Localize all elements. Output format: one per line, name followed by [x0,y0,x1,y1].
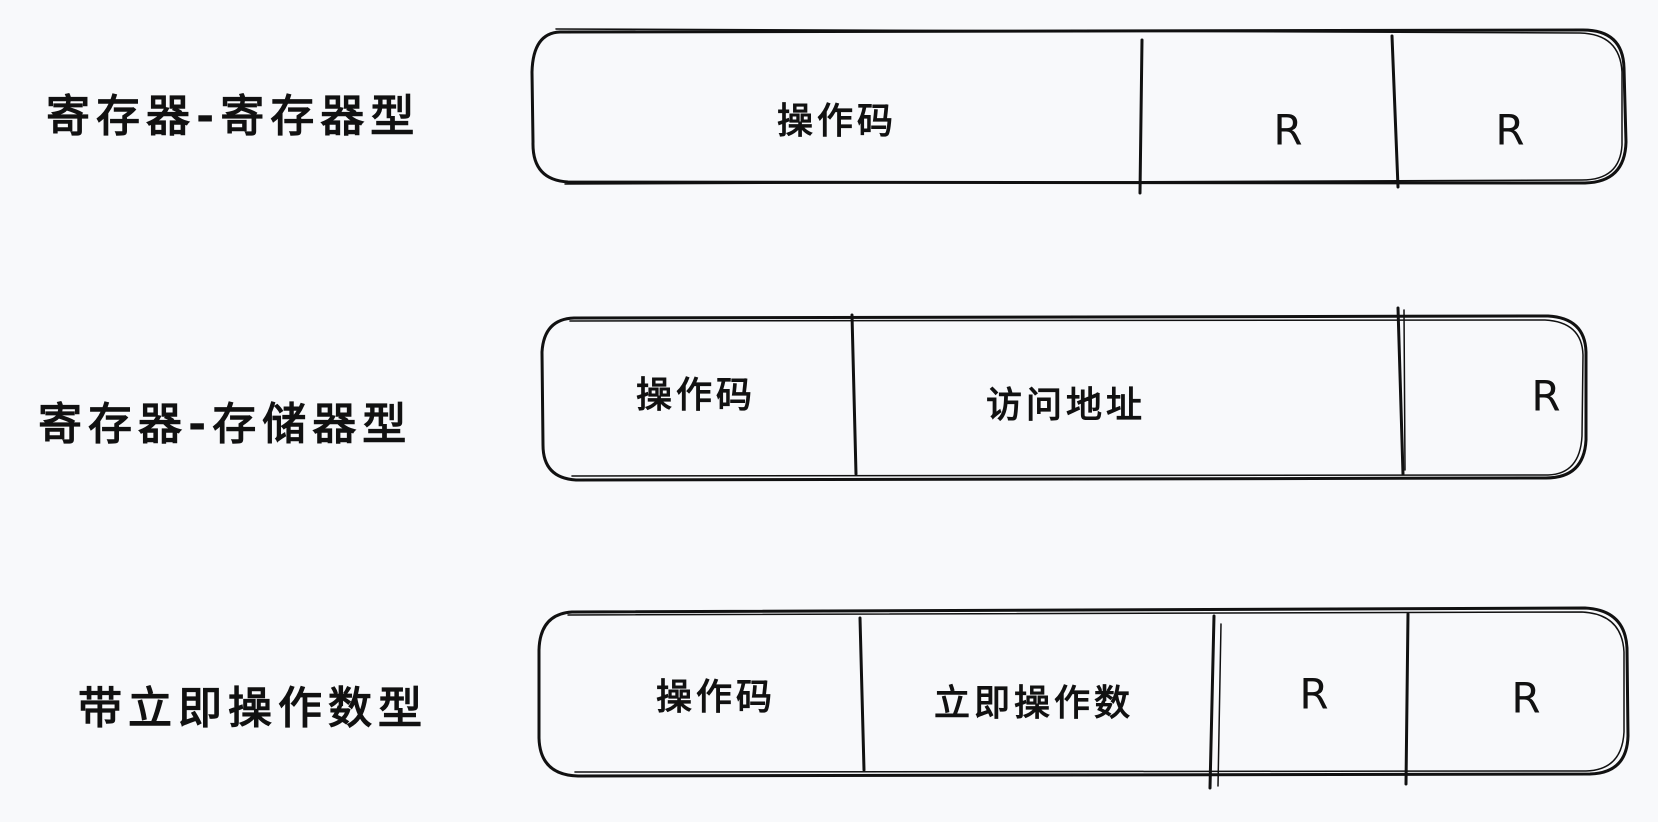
format-3-field-immediate: 立即操作数 [933,683,1135,724]
format-1-divider-2 [1390,34,1400,189]
format-3-divider-2b [1217,623,1222,787]
format-3-box [537,606,1630,778]
format-2-divider-2b [1403,309,1406,471]
format-1-label: 寄存器-寄存器型 [46,91,421,142]
format-3-field-register-1: R [1299,669,1329,719]
format-1-field-register-2: R [1495,105,1525,155]
format-3-divider-3 [1404,612,1410,786]
format-2-divider-2 [1396,306,1405,476]
format-3-label: 带立即操作数型 [78,683,428,734]
format-1-divider-1 [1138,38,1144,195]
format-3-divider-1 [858,616,866,772]
format-1-box-sketch [555,28,1623,185]
format-2-field-address: 访问地址 [985,385,1147,426]
format-2-label: 寄存器-存储器型 [38,399,413,450]
format-2-box [540,314,1588,482]
format-3-box-sketch [567,611,1625,773]
format-2-box-sketch [569,319,1584,477]
format-2-field-register: R [1531,371,1561,421]
format-2-divider-1 [850,313,858,476]
format-2-field-opcode: 操作码 [635,375,757,416]
format-3-field-opcode: 操作码 [655,677,777,718]
format-3-field-register-2: R [1511,673,1541,723]
format-1-box [530,28,1628,185]
format-1-field-register-1: R [1273,105,1303,155]
format-1-field-opcode: 操作码 [776,101,898,142]
format-3-divider-2 [1208,614,1216,790]
